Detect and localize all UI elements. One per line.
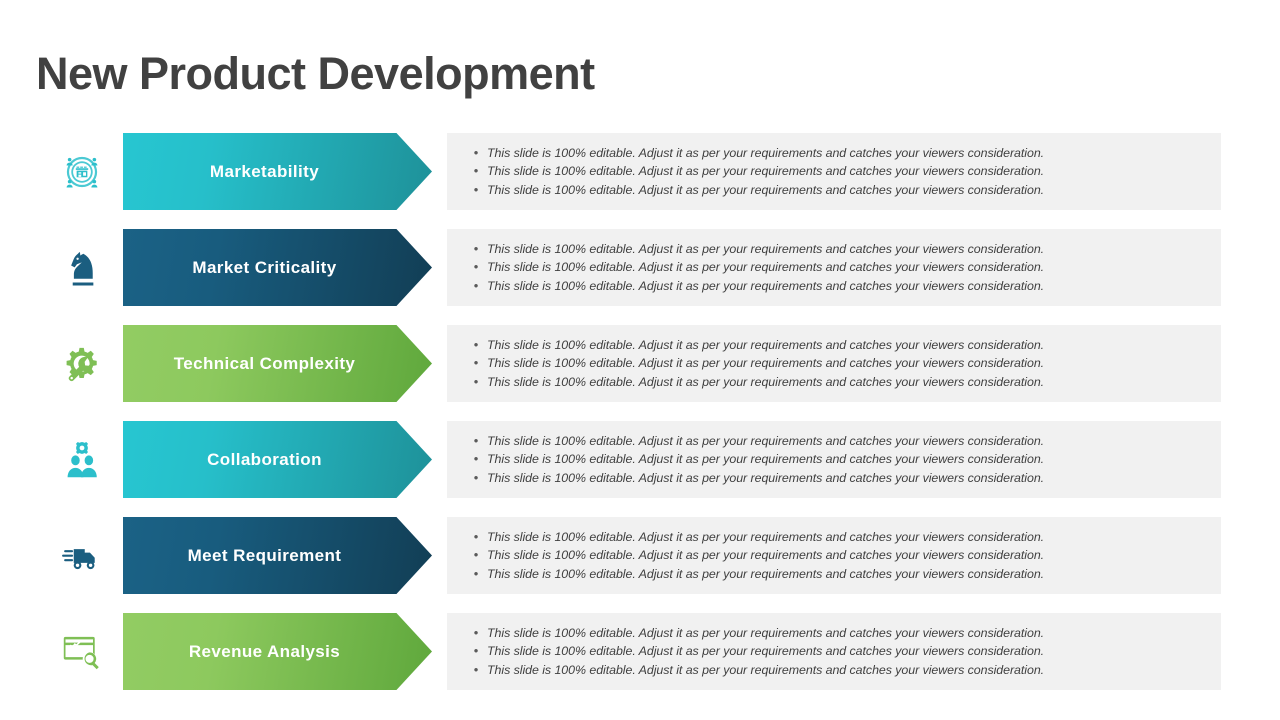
bullet-dot-icon: • [473,373,479,389]
bullet-text: This slide is 100% editable. Adjust it a… [487,566,1045,581]
bullet-item: • This slide is 100% editable. Adjust it … [465,354,1203,373]
bullet-dot-icon: • [473,355,479,371]
people-gear-icon [48,421,116,498]
bullet-text: This slide is 100% editable. Adjust it a… [487,470,1045,485]
bullet-dot-icon: • [473,565,479,581]
bullet-text: This slide is 100% editable. Adjust it a… [487,241,1045,256]
bullet-dot-icon: • [473,469,479,485]
revenue-chart-search-icon [48,613,116,690]
bullet-dot-icon: • [473,163,479,179]
bullet-item: • This slide is 100% editable. Adjust it … [465,469,1203,488]
page-title: New Product Development [36,48,595,99]
bullet-dot-icon: • [473,336,479,352]
process-row-list: Marketability • This slide is 100% editabl… [0,133,1280,709]
bullet-dot-icon: • [473,181,479,197]
chevron-banner[interactable]: Marketability [123,133,432,210]
bullet-item: • This slide is 100% editable. Adjust it … [465,661,1203,680]
bullet-item: • This slide is 100% editable. Adjust it … [465,528,1203,547]
bullet-item: • This slide is 100% editable. Adjust it … [465,258,1203,277]
bullet-item: • This slide is 100% editable. Adjust it … [465,565,1203,584]
bullet-item: • This slide is 100% editable. Adjust it … [465,181,1203,200]
bullet-text: This slide is 100% editable. Adjust it a… [487,625,1045,640]
bullet-text: This slide is 100% editable. Adjust it a… [487,374,1045,389]
chevron-banner[interactable]: Technical Complexity [123,325,432,402]
bullet-text: This slide is 100% editable. Adjust it a… [487,529,1045,544]
bullet-text: This slide is 100% editable. Adjust it a… [487,337,1045,352]
description-panel[interactable]: • This slide is 100% editable. Adjust it … [447,421,1221,498]
process-row: Revenue Analysis • This slide is 100% edit… [0,613,1280,690]
description-panel[interactable]: • This slide is 100% editable. Adjust it … [447,517,1221,594]
bullet-dot-icon: • [473,528,479,544]
bullet-item: • This slide is 100% editable. Adjust it … [465,432,1203,451]
process-row: Technical Complexity • This slide is 100% … [0,325,1280,402]
bullet-text: This slide is 100% editable. Adjust it a… [487,452,1045,467]
process-row: Marketability • This slide is 100% editabl… [0,133,1280,210]
bullet-text: This slide is 100% editable. Adjust it a… [487,356,1045,371]
bullet-item: • This slide is 100% editable. Adjust it … [465,624,1203,643]
bullet-text: This slide is 100% editable. Adjust it a… [487,145,1045,160]
chevron-label: Revenue Analysis [188,641,341,661]
bullet-item: • This slide is 100% editable. Adjust it … [465,144,1203,163]
bullet-item: • This slide is 100% editable. Adjust it … [465,450,1203,469]
bullet-dot-icon: • [473,643,479,659]
delivery-truck-icon [48,517,116,594]
chevron-banner[interactable]: Revenue Analysis [123,613,432,690]
gear-wrench-icon [48,325,116,402]
bullet-item: • This slide is 100% editable. Adjust it … [465,240,1203,259]
bullet-dot-icon: • [473,624,479,640]
bullet-dot-icon: • [473,451,479,467]
bullet-dot-icon: • [473,259,479,275]
process-row: Meet Requirement • This slide is 100% edit… [0,517,1280,594]
bullet-item: • This slide is 100% editable. Adjust it … [465,373,1203,392]
bullet-dot-icon: • [473,661,479,677]
chess-knight-icon [48,229,116,306]
description-panel[interactable]: • This slide is 100% editable. Adjust it … [447,325,1221,402]
bullet-item: • This slide is 100% editable. Adjust it … [465,162,1203,181]
chevron-banner[interactable]: Meet Requirement [123,517,432,594]
bullet-dot-icon: • [473,144,479,160]
storefront-target-icon [48,133,116,210]
bullet-text: This slide is 100% editable. Adjust it a… [487,644,1045,659]
bullet-item: • This slide is 100% editable. Adjust it … [465,336,1203,355]
chevron-label: Collaboration [207,449,322,469]
chevron-banner[interactable]: Collaboration [123,421,432,498]
bullet-text: This slide is 100% editable. Adjust it a… [487,433,1045,448]
bullet-text: This slide is 100% editable. Adjust it a… [487,182,1045,197]
chevron-label: Marketability [209,161,320,181]
chevron-label: Meet Requirement [187,545,342,565]
bullet-text: This slide is 100% editable. Adjust it a… [487,278,1045,293]
bullet-text: This slide is 100% editable. Adjust it a… [487,260,1045,275]
process-row: Market Criticality • This slide is 100% ed… [0,229,1280,306]
bullet-text: This slide is 100% editable. Adjust it a… [487,548,1045,563]
bullet-item: • This slide is 100% editable. Adjust it … [465,277,1203,296]
chevron-label: Technical Complexity [173,353,356,373]
chevron-banner[interactable]: Market Criticality [123,229,432,306]
process-row: Collaboration • This slide is 100% editabl… [0,421,1280,498]
chevron-label: Market Criticality [192,257,337,277]
bullet-text: This slide is 100% editable. Adjust it a… [487,164,1045,179]
bullet-dot-icon: • [473,547,479,563]
bullet-text: This slide is 100% editable. Adjust it a… [487,662,1045,677]
bullet-dot-icon: • [473,277,479,293]
bullet-dot-icon: • [473,432,479,448]
bullet-dot-icon: • [473,240,479,256]
bullet-item: • This slide is 100% editable. Adjust it … [465,642,1203,661]
description-panel[interactable]: • This slide is 100% editable. Adjust it … [447,133,1221,210]
bullet-item: • This slide is 100% editable. Adjust it … [465,546,1203,565]
description-panel[interactable]: • This slide is 100% editable. Adjust it … [447,613,1221,690]
description-panel[interactable]: • This slide is 100% editable. Adjust it … [447,229,1221,306]
